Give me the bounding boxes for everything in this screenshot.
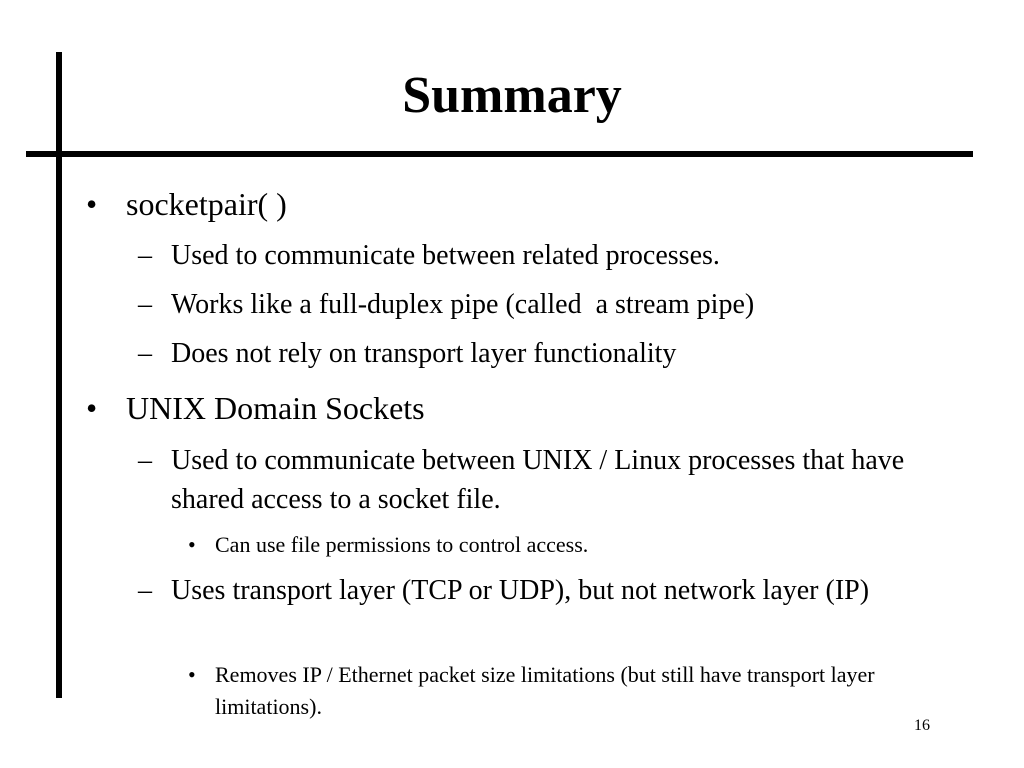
sub-sub-bullet-text: Can use file permissions to control acce… [215, 532, 589, 557]
sub-bullet-text: Used to communicate between related proc… [171, 240, 720, 271]
sub-bullet-item: – Works like a full-duplex pipe (called … [138, 285, 958, 324]
bullet-marker: • [86, 186, 98, 222]
bullet-marker: • [86, 390, 98, 426]
sub-bullet-item: – Does not rely on transport layer funct… [138, 334, 958, 373]
page-number: 16 [914, 717, 930, 734]
sub-bullet-text: Uses transport layer (TCP or UDP), but n… [171, 575, 870, 606]
bullet-text: UNIX Domain Sockets [126, 390, 425, 426]
bullet-marker: • [188, 662, 196, 687]
sub-sub-bullet-item: • Removes IP / Ethernet packet size limi… [188, 659, 908, 723]
dash-marker: – [138, 338, 152, 369]
bullet-text: socketpair( ) [126, 186, 287, 222]
dash-marker: – [138, 575, 152, 606]
sub-bullet-text: Works like a full-duplex pipe (called a … [171, 289, 755, 320]
dash-marker: – [138, 289, 152, 320]
bullet-item: • UNIX Domain Sockets [86, 388, 966, 428]
vertical-rule [56, 52, 62, 698]
horizontal-rule [26, 151, 973, 157]
sub-bullet-item: – Used to communicate between UNIX / Lin… [138, 441, 938, 519]
sub-bullet-item: – Used to communicate between related pr… [138, 236, 958, 275]
sub-sub-bullet-text: Removes IP / Ethernet packet size limita… [215, 662, 875, 719]
sub-bullet-text: Used to communicate between UNIX / Linux… [171, 445, 905, 515]
dash-marker: – [138, 240, 152, 271]
bullet-marker: • [188, 532, 196, 557]
sub-bullet-text: Does not rely on transport layer functio… [171, 338, 677, 369]
slide-title: Summary [402, 67, 622, 124]
dash-marker: – [138, 445, 152, 476]
sub-sub-bullet-item: • Can use file permissions to control ac… [188, 529, 928, 561]
sub-bullet-item: – Uses transport layer (TCP or UDP), but… [138, 571, 898, 610]
bullet-item: • socketpair( ) [86, 184, 966, 224]
